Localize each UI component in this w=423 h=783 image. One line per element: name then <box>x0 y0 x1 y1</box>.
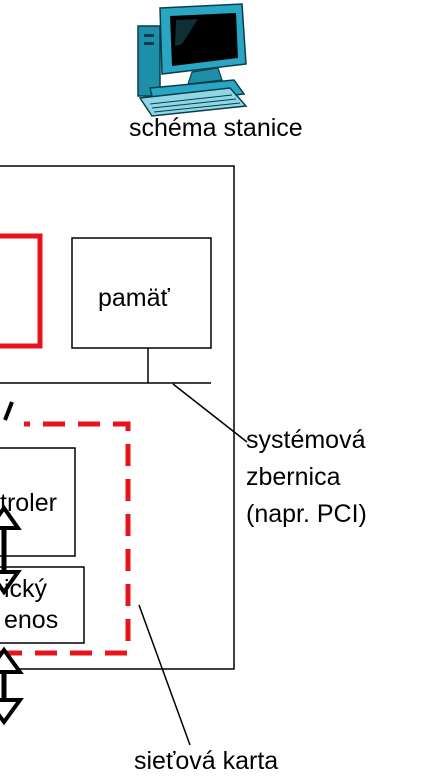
physical-transmission-box <box>0 566 85 644</box>
network-card-label: sieťová karta <box>134 747 279 775</box>
system-bus-label-line3: (napr. PCI) <box>246 500 367 528</box>
host-box <box>0 165 235 670</box>
memory-label: pamäť <box>98 284 170 312</box>
controller-label: troler <box>0 489 57 517</box>
link-arrow <box>0 646 24 726</box>
system-bus-label-line2: zbernica <box>246 463 341 491</box>
physical-transmission-label-line2: enos <box>4 606 59 634</box>
controller-box <box>0 447 76 557</box>
system-bus-leader-line <box>172 383 248 443</box>
cpu-box <box>0 233 43 349</box>
station-caption: schéma stanice <box>129 114 303 142</box>
controller-physical-arrow <box>0 504 22 596</box>
desktop-computer-icon <box>137 3 248 117</box>
memory-box <box>71 237 212 349</box>
bus-nic-connector <box>3 401 14 421</box>
network-card-leader-line <box>138 604 191 746</box>
physical-transmission-label-line1: ický <box>4 575 48 603</box>
system-bus-label-line1: systémová <box>246 426 366 454</box>
